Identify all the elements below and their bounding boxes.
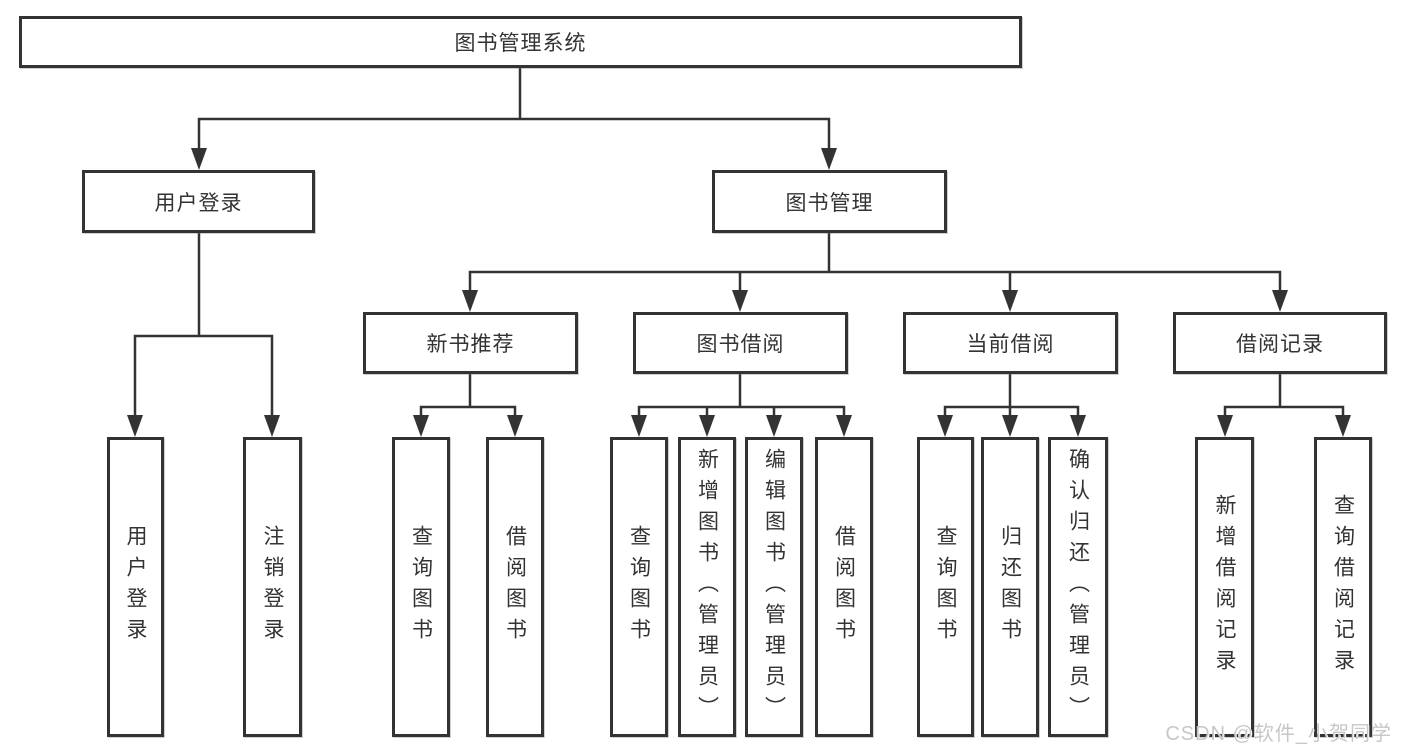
node-root: 图书管理系统 — [19, 16, 1022, 68]
leaf-nbr-borrow-books-label: 借阅图书 — [503, 525, 527, 649]
leaf-cb-query-books: 查询图书 — [917, 437, 974, 737]
leaf-bb-add-books-admin-label: 新增图书（管理员） — [695, 447, 719, 727]
leaf-user-login-label: 用户登录 — [124, 525, 147, 649]
watermark: CSDN @软件_小贺同学 — [1165, 723, 1392, 745]
node-borrow-records: 借阅记录 — [1173, 312, 1387, 374]
leaf-br-add-borrow-record-label: 新增借阅记录 — [1213, 494, 1236, 680]
leaf-logout-label: 注销登录 — [261, 525, 284, 649]
leaf-br-query-borrow-record: 查询借阅记录 — [1314, 437, 1372, 737]
node-book-management-label: 图书管理 — [785, 191, 874, 215]
leaf-br-add-borrow-record: 新增借阅记录 — [1195, 437, 1254, 737]
leaf-bb-borrow-books: 借阅图书 — [815, 437, 873, 737]
leaf-nbr-borrow-books: 借阅图书 — [486, 437, 544, 737]
leaf-nbr-query-books-label: 查询图书 — [409, 525, 433, 649]
node-root-label: 图书管理系统 — [454, 32, 587, 55]
leaf-bb-edit-books-admin: 编辑图书（管理员） — [745, 437, 803, 737]
leaf-user-login: 用户登录 — [107, 437, 164, 737]
leaf-bb-edit-books-admin-label: 编辑图书（管理员） — [762, 447, 786, 727]
leaf-br-query-borrow-record-label: 查询借阅记录 — [1331, 494, 1355, 680]
leaf-logout: 注销登录 — [243, 437, 302, 737]
arrowheads — [127, 148, 1351, 437]
node-borrow-records-label: 借阅记录 — [1236, 333, 1324, 356]
leaf-cb-confirm-return-admin-label: 确认归还（管理员） — [1066, 447, 1090, 727]
leaf-cb-return-books-label: 归还图书 — [998, 525, 1022, 649]
node-book-management: 图书管理 — [712, 170, 947, 233]
leaf-bb-query-books-label: 查询图书 — [627, 525, 651, 649]
leaf-bb-query-books: 查询图书 — [610, 437, 668, 737]
node-book-borrow-label: 图书借阅 — [696, 333, 785, 356]
leaf-bb-borrow-books-label: 借阅图书 — [832, 525, 856, 649]
leaf-nbr-query-books: 查询图书 — [392, 437, 450, 737]
node-current-borrow-label: 当前借阅 — [966, 333, 1055, 356]
leaf-cb-query-books-label: 查询图书 — [934, 525, 957, 649]
node-user-login-label: 用户登录 — [154, 191, 243, 215]
leaf-bb-add-books-admin: 新增图书（管理员） — [678, 437, 736, 737]
node-user-login: 用户登录 — [82, 170, 315, 233]
node-new-book-recommend: 新书推荐 — [363, 312, 578, 374]
node-current-borrow: 当前借阅 — [903, 312, 1118, 374]
leaf-cb-return-books: 归还图书 — [981, 437, 1039, 737]
node-new-book-recommend-label: 新书推荐 — [426, 333, 515, 356]
leaf-cb-confirm-return-admin: 确认归还（管理员） — [1048, 437, 1108, 737]
node-book-borrow: 图书借阅 — [633, 312, 848, 374]
